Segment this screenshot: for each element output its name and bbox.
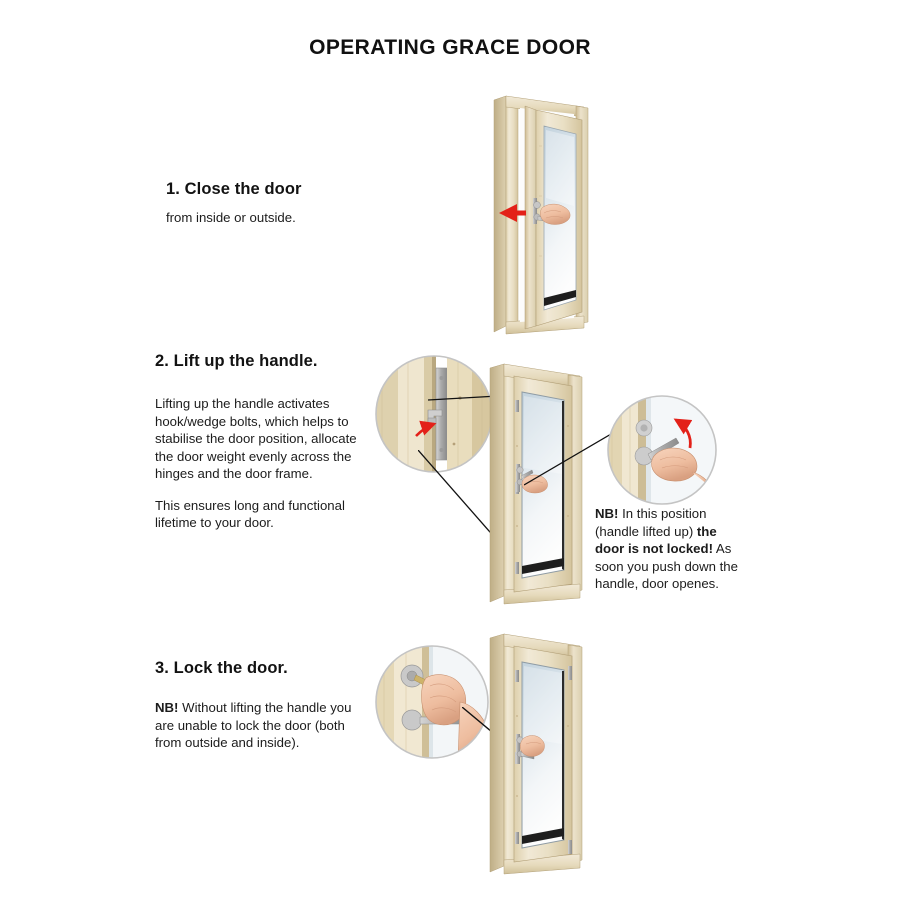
step-3-detail-circle-key bbox=[372, 642, 492, 762]
step-3-nb-lead: NB! bbox=[155, 700, 179, 715]
step-1-body: from inside or outside. bbox=[166, 209, 376, 227]
step-2-nb-note: NB! In this position (handle lifted up) … bbox=[595, 505, 743, 593]
step-1-illustration bbox=[484, 86, 596, 338]
step-2-nb-text-1: In this position (handle lifted up) bbox=[595, 506, 707, 539]
step-2-nb-text-2: As soon you push down the handle, door o… bbox=[595, 541, 738, 591]
hand-with-key bbox=[520, 735, 545, 757]
hand-on-handle bbox=[540, 203, 571, 225]
step-1-paragraph-1: from inside or outside. bbox=[166, 210, 296, 225]
step-2-nb-lead: NB! bbox=[595, 506, 619, 521]
detail-circle-border bbox=[375, 645, 489, 759]
page-title: OPERATING GRACE DOOR bbox=[309, 36, 591, 59]
step-3-heading: 3. Lock the door. bbox=[155, 659, 288, 677]
step-2-illustration bbox=[484, 356, 592, 608]
step-2-paragraph-1: Lifting up the handle activates hook/wed… bbox=[155, 396, 357, 481]
step-3-illustration bbox=[484, 626, 592, 878]
step-2-heading: 2. Lift up the handle. bbox=[155, 352, 318, 370]
door-leaf-closed bbox=[513, 645, 573, 863]
step-2-body: Lifting up the handle activates hook/wed… bbox=[155, 395, 360, 532]
detail-circle-border bbox=[607, 395, 717, 505]
door-handle-and-lock bbox=[516, 464, 534, 492]
step-2-leader-line-handle bbox=[524, 430, 619, 486]
step-1-heading: 1. Close the door bbox=[166, 180, 302, 198]
step-2-detail-circle-lift bbox=[604, 392, 720, 508]
detail-lift-content bbox=[608, 396, 716, 504]
red-arrow-pointing-left bbox=[499, 204, 526, 222]
red-curved-arrow bbox=[415, 420, 437, 437]
hand-lifting-handle bbox=[651, 447, 713, 489]
step-2-paragraph-2: This ensures long and functional lifetim… bbox=[155, 497, 345, 531]
step-2-nb-bold-1: the door is not locked! bbox=[595, 523, 717, 557]
step-3-nb-note: NB! Without lifting the handle you are u… bbox=[155, 699, 355, 752]
step-3-nb-text-1: Without lifting the handle you are unabl… bbox=[155, 700, 352, 750]
door-leaf-closed bbox=[513, 375, 573, 593]
detail-key-content bbox=[376, 646, 488, 758]
red-curved-up-arrow bbox=[673, 418, 693, 449]
